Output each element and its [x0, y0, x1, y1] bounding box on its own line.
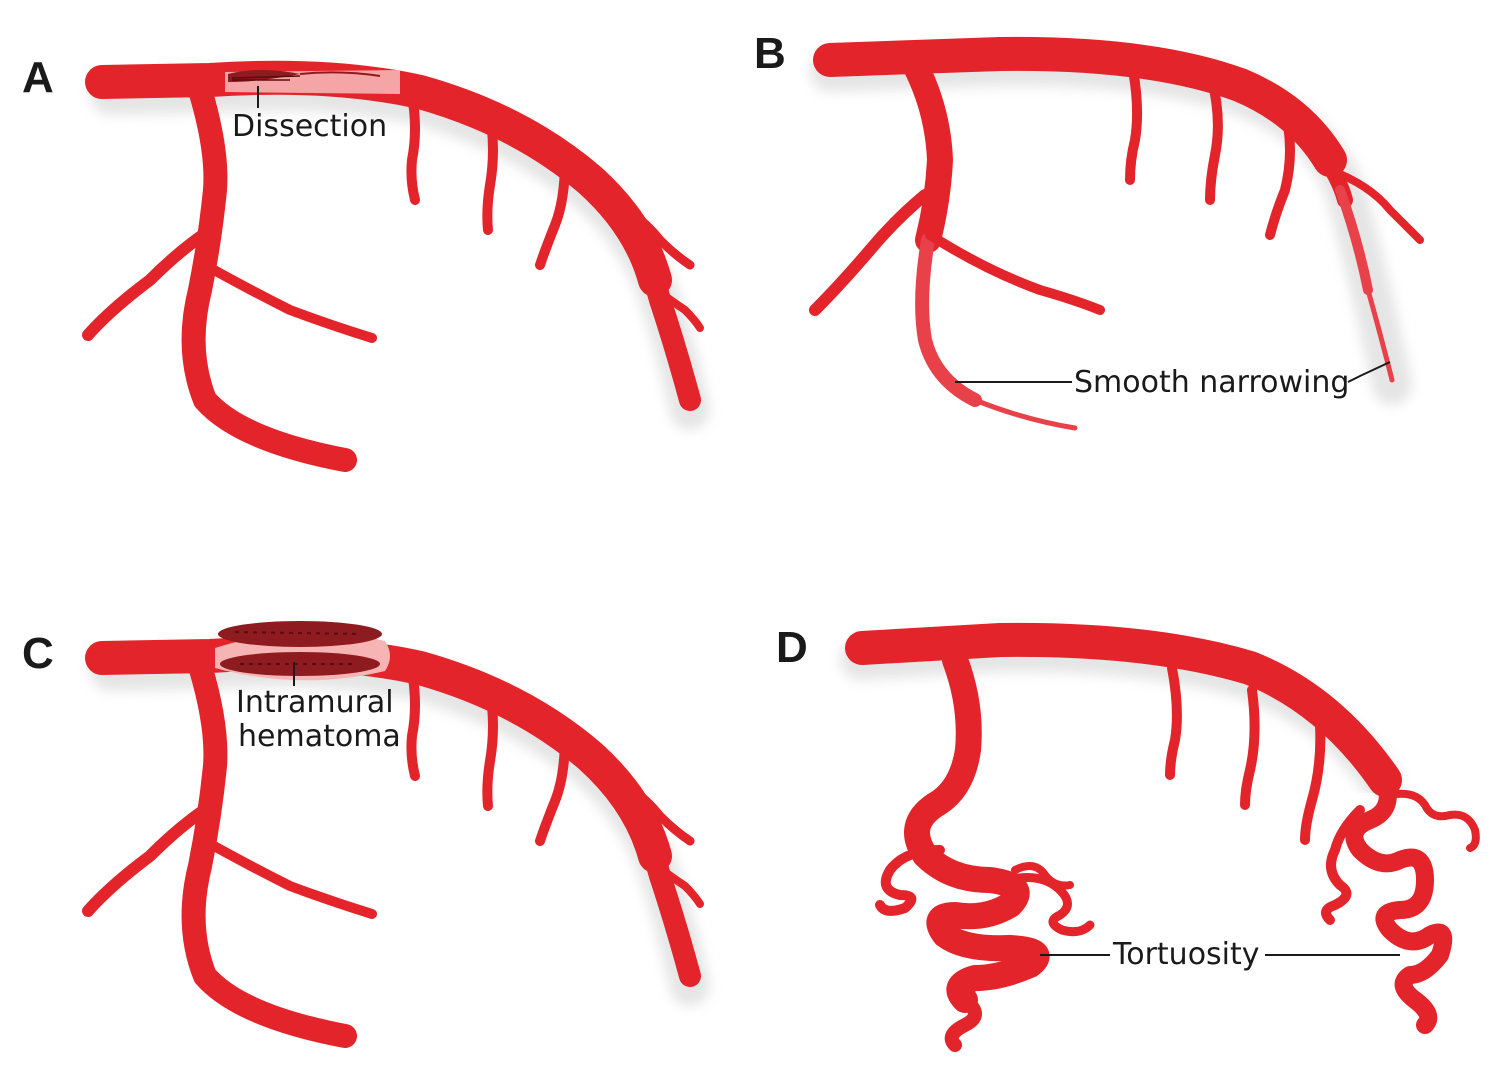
callout-intramural: Intramural [236, 685, 394, 720]
panel-d: D Tortuosity [776, 622, 1480, 1052]
dissection-flap [225, 70, 400, 94]
callout-smooth-narrowing: Smooth narrowing [1074, 365, 1349, 400]
intramural-hematoma [215, 621, 390, 681]
panel-b: B Smooth narrowing [754, 29, 1424, 431]
artery-tree-c [88, 654, 700, 1036]
panel-a: A Dissection [22, 53, 700, 460]
callout-hematoma: hematoma [238, 719, 401, 754]
panel-label-b: B [754, 29, 786, 78]
callout-dissection: Dissection [232, 109, 387, 144]
callout-tortuosity: Tortuosity [1112, 937, 1260, 972]
panel-label-c: C [22, 629, 54, 678]
artery-tree-a [88, 78, 700, 460]
panel-label-d: D [776, 623, 808, 672]
panel-label-a: A [22, 53, 54, 102]
panel-c: C [22, 621, 700, 1036]
